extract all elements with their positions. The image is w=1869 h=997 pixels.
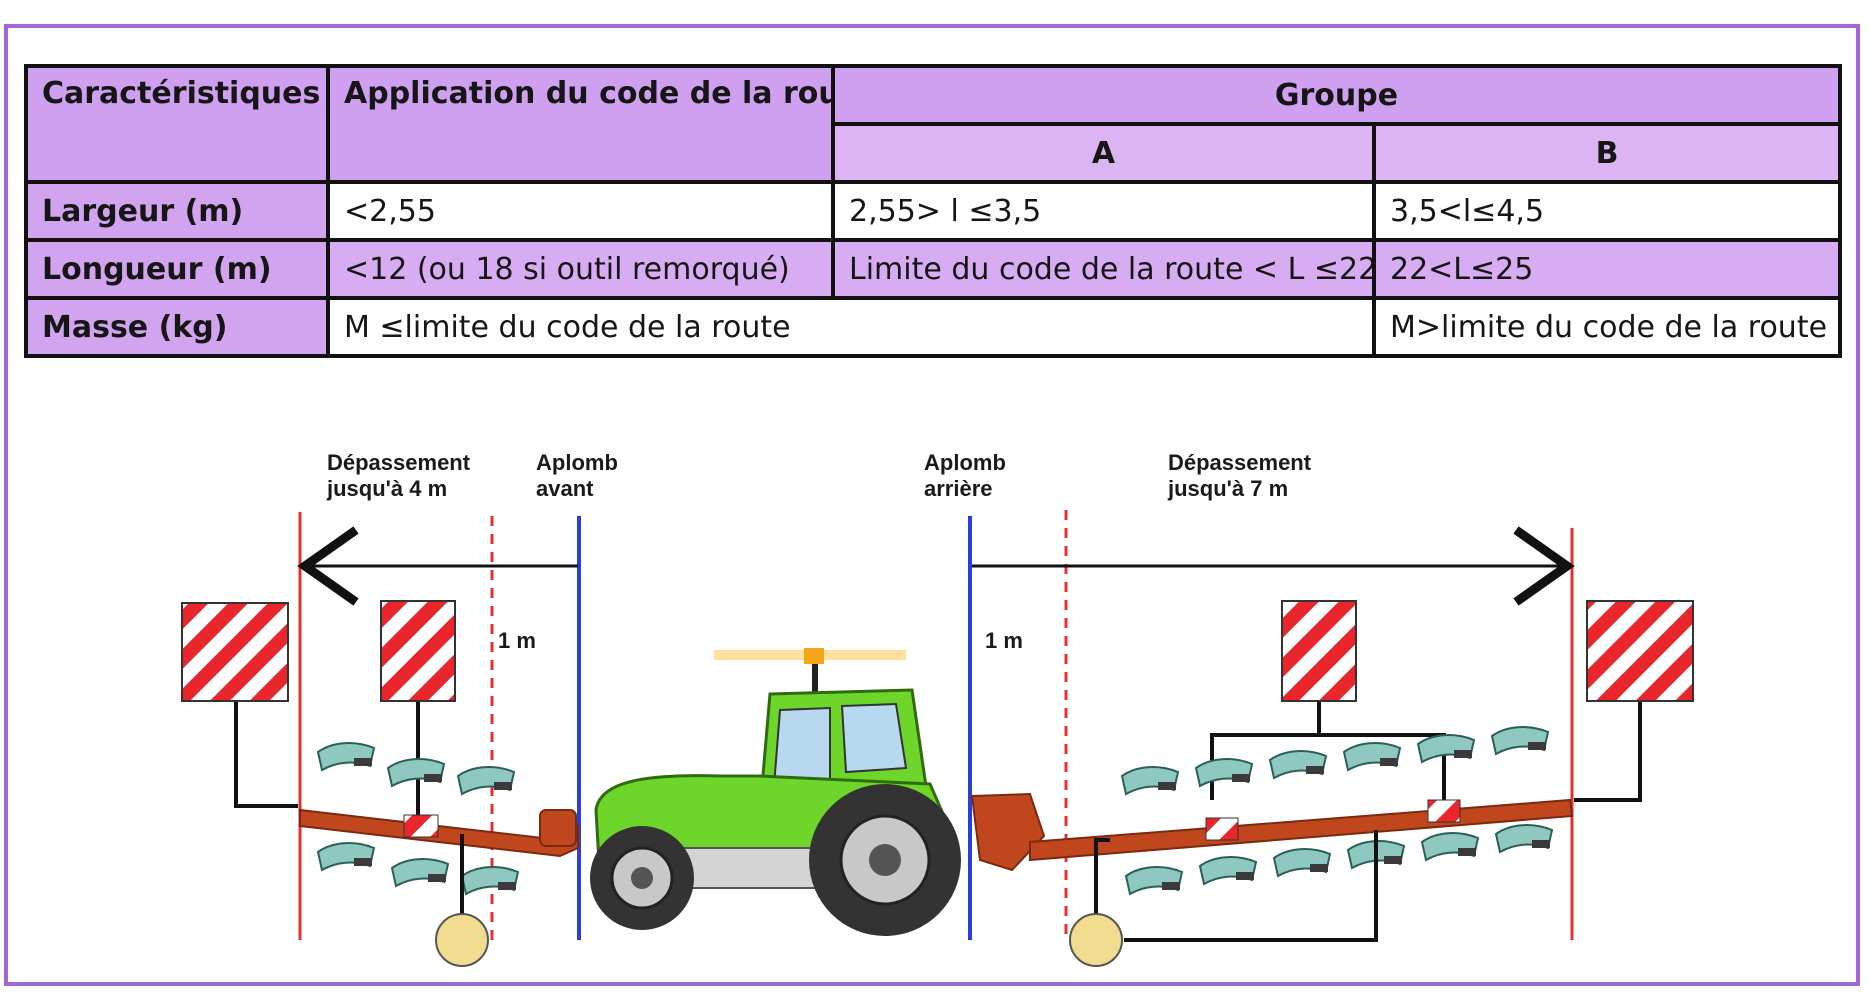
cell-longueur-application: <12 (ou 18 si outil remorqué) bbox=[326, 238, 835, 300]
front-plough bbox=[299, 742, 579, 967]
cell-largeur-group-b: 3,5<l≤4,5 bbox=[1372, 180, 1842, 242]
table-header-row: Caractéristiques Application du code de … bbox=[24, 64, 1842, 184]
rear-plumb-label-line1: Aplomb bbox=[924, 450, 1006, 475]
table-subheader-row: A B bbox=[26, 122, 1842, 184]
front-overhang-label-line1: Dépassement bbox=[327, 450, 471, 475]
cell-longueur-group-a: Limite du code de la route < L ≤22 bbox=[831, 238, 1376, 300]
header-application: Application du code de la route bbox=[326, 64, 835, 184]
characteristics-table: Caractéristiques Application du code de … bbox=[24, 64, 1842, 358]
cell-largeur-group-a: 2,55> l ≤3,5 bbox=[831, 180, 1376, 242]
warning-panel-rear-inner bbox=[1281, 600, 1357, 702]
cell-longueur-group-b: 22<L≤25 bbox=[1372, 238, 1842, 300]
row-label-masse: Masse (kg) bbox=[24, 296, 330, 358]
header-group-b: B bbox=[1372, 122, 1842, 184]
row-label-longueur: Longueur (m) bbox=[24, 238, 330, 300]
rear-overhang-label-line1: Dépassement bbox=[1168, 450, 1312, 475]
table-row: Largeur (m) <2,55 2,55> l ≤3,5 3,5<l≤4,5 bbox=[24, 180, 1842, 242]
rear-gap-label: 1 m bbox=[985, 628, 1023, 653]
panel-connectors bbox=[234, 702, 1642, 815]
rear-overhang-label-line2: jusqu'à 7 m bbox=[1167, 476, 1288, 501]
front-plumb-label-line1: Aplomb bbox=[536, 450, 618, 475]
header-group-a: A bbox=[831, 122, 1376, 184]
table-row: Masse (kg) M ≤limite du code de la route… bbox=[24, 296, 1842, 358]
rear-plumb-label-line2: arrière bbox=[924, 476, 993, 501]
row-label-largeur: Largeur (m) bbox=[24, 180, 330, 242]
warning-panel-front-inner bbox=[380, 600, 456, 702]
cell-masse-group-b: M>limite du code de la route bbox=[1372, 296, 1842, 358]
tractor bbox=[590, 648, 961, 936]
front-overhang-label-line2: jusqu'à 4 m bbox=[326, 476, 447, 501]
header-characteristics: Caractéristiques bbox=[24, 64, 330, 184]
header-group: Groupe bbox=[831, 64, 1842, 126]
warning-panel-front-outer bbox=[181, 602, 289, 702]
warning-panel-rear-outer bbox=[1586, 600, 1694, 702]
cell-largeur-application: <2,55 bbox=[326, 180, 835, 242]
cell-masse-application: M ≤limite du code de la route bbox=[326, 296, 1376, 358]
table-row: Longueur (m) <12 (ou 18 si outil remorqu… bbox=[24, 238, 1842, 300]
front-gap-label: 1 m bbox=[498, 628, 536, 653]
rear-plough bbox=[970, 726, 1574, 967]
front-plumb-label-line2: avant bbox=[536, 476, 594, 501]
